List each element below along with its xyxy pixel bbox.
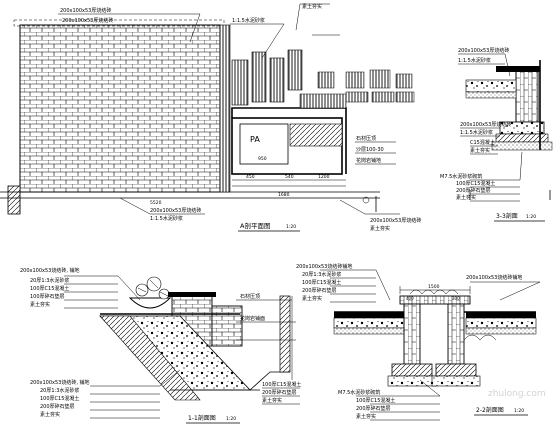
s22-scale: 1:20 xyxy=(514,408,524,414)
s33-title: 3-3剖面 xyxy=(496,212,518,220)
s33-note-1: 200x100x53厚烧结砖 xyxy=(458,47,509,54)
plan-note-7: 花岗岩铺地 xyxy=(356,157,381,164)
plan-bottom-note-1: 200x100x53厚烧结砖 xyxy=(150,207,201,214)
watermark: zhulong.com xyxy=(488,389,546,399)
plan-note-6: 沙层100-30 xyxy=(356,147,384,153)
plan-dim-2: 450 xyxy=(246,174,255,180)
s11-right-2: 花岗岩铺面 xyxy=(240,315,265,322)
s11-bot-5: 素土夯实 xyxy=(40,411,60,418)
s11-title: 1-1剖面图 xyxy=(188,414,216,422)
s33-note-9: 200厚碎石垫层 xyxy=(456,187,491,194)
plan-bottom-note-3: 200x100x53厚烧结砖 xyxy=(370,217,421,224)
s22-bot-4: 素土夯实 xyxy=(356,413,376,420)
plan-note-1: 200x100x53厚烧结砖 xyxy=(60,7,111,14)
plan-view: PA 200x100x53厚烧结砖 1:1.5水泥砂浆 200x100x53厚烧… xyxy=(0,3,421,232)
s11-top-4: 100厚碎石垫层 xyxy=(30,293,65,300)
plan-note-3: 200x100x53厚烧结砖 xyxy=(62,17,113,24)
s11-bot-3: 100厚C15混凝土 xyxy=(40,395,79,402)
s11-scale: 1:20 xyxy=(226,416,236,422)
section-2-2: 1500 400 300 200x100x53烧结砖铺地 20厚1:3水泥砂浆 … xyxy=(296,263,541,421)
s22-dim-1: 1500 xyxy=(428,284,440,290)
s11-right-5: 素土夯实 xyxy=(262,397,282,404)
s22-title: 2-2剖面图 xyxy=(476,406,504,414)
section-marker-1 xyxy=(362,196,370,204)
s11-right-3: 100厚C15混凝土 xyxy=(262,381,301,388)
s22-dim-2: 400 xyxy=(406,296,414,301)
plant-symbols xyxy=(135,276,170,300)
s33-scale: 1:20 xyxy=(526,214,536,220)
plan-bottom-note-2: 1:1.5水泥砂浆 xyxy=(150,215,183,222)
s11-top-5: 素土夯实 xyxy=(30,301,50,308)
s22-dim-3: 300 xyxy=(452,296,460,301)
s22-top-3: 100厚C15混凝土 xyxy=(302,279,341,286)
paving-swatches xyxy=(317,69,415,103)
plan-bottom-note-4: 素土夯实 xyxy=(370,225,390,232)
s22-top-4: 200厚碎石垫层 xyxy=(302,287,337,294)
s33-note-2: 1:1.5水泥砂浆 xyxy=(458,57,491,64)
s33-note-7: M7.5水泥砂浆砌筑 xyxy=(440,173,482,180)
s33-note-4: 1:1.5水泥砂浆 xyxy=(460,129,493,136)
s11-bot-1: 200x100x53烧结砖, 铺地 xyxy=(30,379,90,386)
s11-right-1: 石材压顶 xyxy=(240,293,260,300)
plan-scale: 1:20 xyxy=(286,224,296,230)
plan-dim-4: 1200 xyxy=(318,174,330,180)
plan-note-2: 1:1.5水泥砂浆 xyxy=(232,17,265,24)
s33-note-10: 素土夯实 xyxy=(456,194,476,201)
s22-bot-1: M7.5水泥砂浆砌筑 xyxy=(338,389,380,396)
s11-bot-2: 20厚1:3水泥砂浆 xyxy=(40,387,79,394)
s11-top-2: 20厚1:3水泥砂浆 xyxy=(30,277,69,284)
s33-note-3: 200x100x53厚烧结砖 xyxy=(460,121,511,128)
plan-dim-6: 5520 xyxy=(150,200,162,206)
s22-top-5: 素土夯实 xyxy=(302,295,322,302)
s11-bot-4: 200厚碎石垫层 xyxy=(40,403,75,410)
s22-top-2: 20厚1:3水泥砂浆 xyxy=(302,271,341,278)
plan-title: A剖平面图 xyxy=(240,221,270,230)
pool-label: PA xyxy=(250,135,260,144)
plan-dim-1: 950 xyxy=(258,156,267,162)
s22-top-1: 200x100x53烧结砖铺地 xyxy=(296,263,352,270)
brick-paving-field xyxy=(19,24,221,193)
s11-right-4: 200厚碎石垫层 xyxy=(262,389,297,396)
s11-top-3: 100厚C15混凝土 xyxy=(30,285,69,292)
s22-bot-2: 100厚C15混凝土 xyxy=(356,397,395,404)
s22-bot-3: 200厚碎石垫层 xyxy=(356,405,391,412)
s33-note-5: C15混凝土 xyxy=(470,139,495,146)
s11-top-1: 200x100x53烧结砖, 铺地 xyxy=(20,267,80,274)
s22-right-1: 200x100x53烧结砖铺地 xyxy=(466,274,522,281)
plan-note-4: 素土夯实 xyxy=(302,3,322,10)
section-3-3: 200x100x53厚烧结砖 1:1.5水泥砂浆 200x100x53厚烧结砖 … xyxy=(440,47,553,222)
plan-dim-3: 540 xyxy=(285,174,294,180)
section-1-1: 200x100x53烧结砖, 铺地 20厚1:3水泥砂浆 100厚C15混凝土 … xyxy=(20,267,301,424)
s33-note-6: 素土夯实 xyxy=(470,147,490,154)
plan-note-5: 石材压顶 xyxy=(356,135,376,142)
s33-note-8: 100厚C15混凝土 xyxy=(456,180,495,187)
plan-dim-5: 1680 xyxy=(278,192,290,198)
